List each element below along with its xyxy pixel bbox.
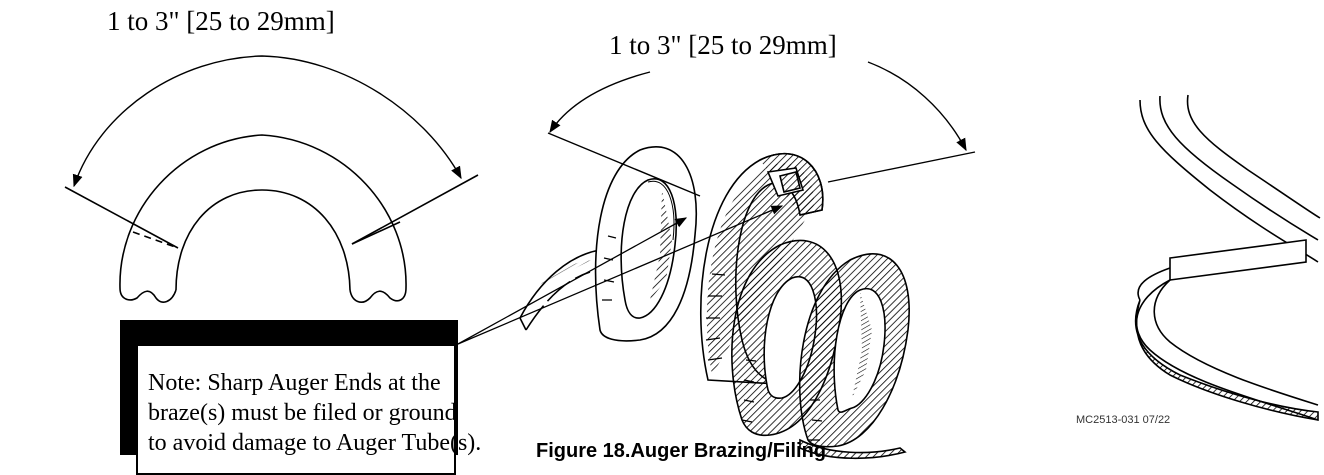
note-line: to avoid damage to Auger Tube(s). xyxy=(148,430,482,456)
note-text: Note: Sharp Auger Ends at the braze(s) m… xyxy=(148,368,481,458)
auger-tube-side-view xyxy=(1134,94,1321,421)
dimension-label-left: 1 to 3" [25 to 29mm] xyxy=(107,6,335,36)
dimension-center xyxy=(547,61,976,197)
reference-code: MC2513-031 07/22 xyxy=(1076,414,1171,426)
dimension-label-center: 1 to 3" [25 to 29mm] xyxy=(609,30,837,60)
dimension-arc-left xyxy=(72,55,462,188)
figure-caption: Figure 18.Auger Brazing/Filing xyxy=(536,440,827,462)
note-leader-lines xyxy=(457,205,784,345)
auger-helix-coils xyxy=(519,146,910,460)
note-line: Note: Sharp Auger Ends at the xyxy=(148,370,441,396)
note-line: braze(s) must be filed or ground xyxy=(148,400,457,426)
auger-segment-front-view xyxy=(64,134,479,303)
note-callout: Note: Sharp Auger Ends at the braze(s) m… xyxy=(136,344,481,475)
